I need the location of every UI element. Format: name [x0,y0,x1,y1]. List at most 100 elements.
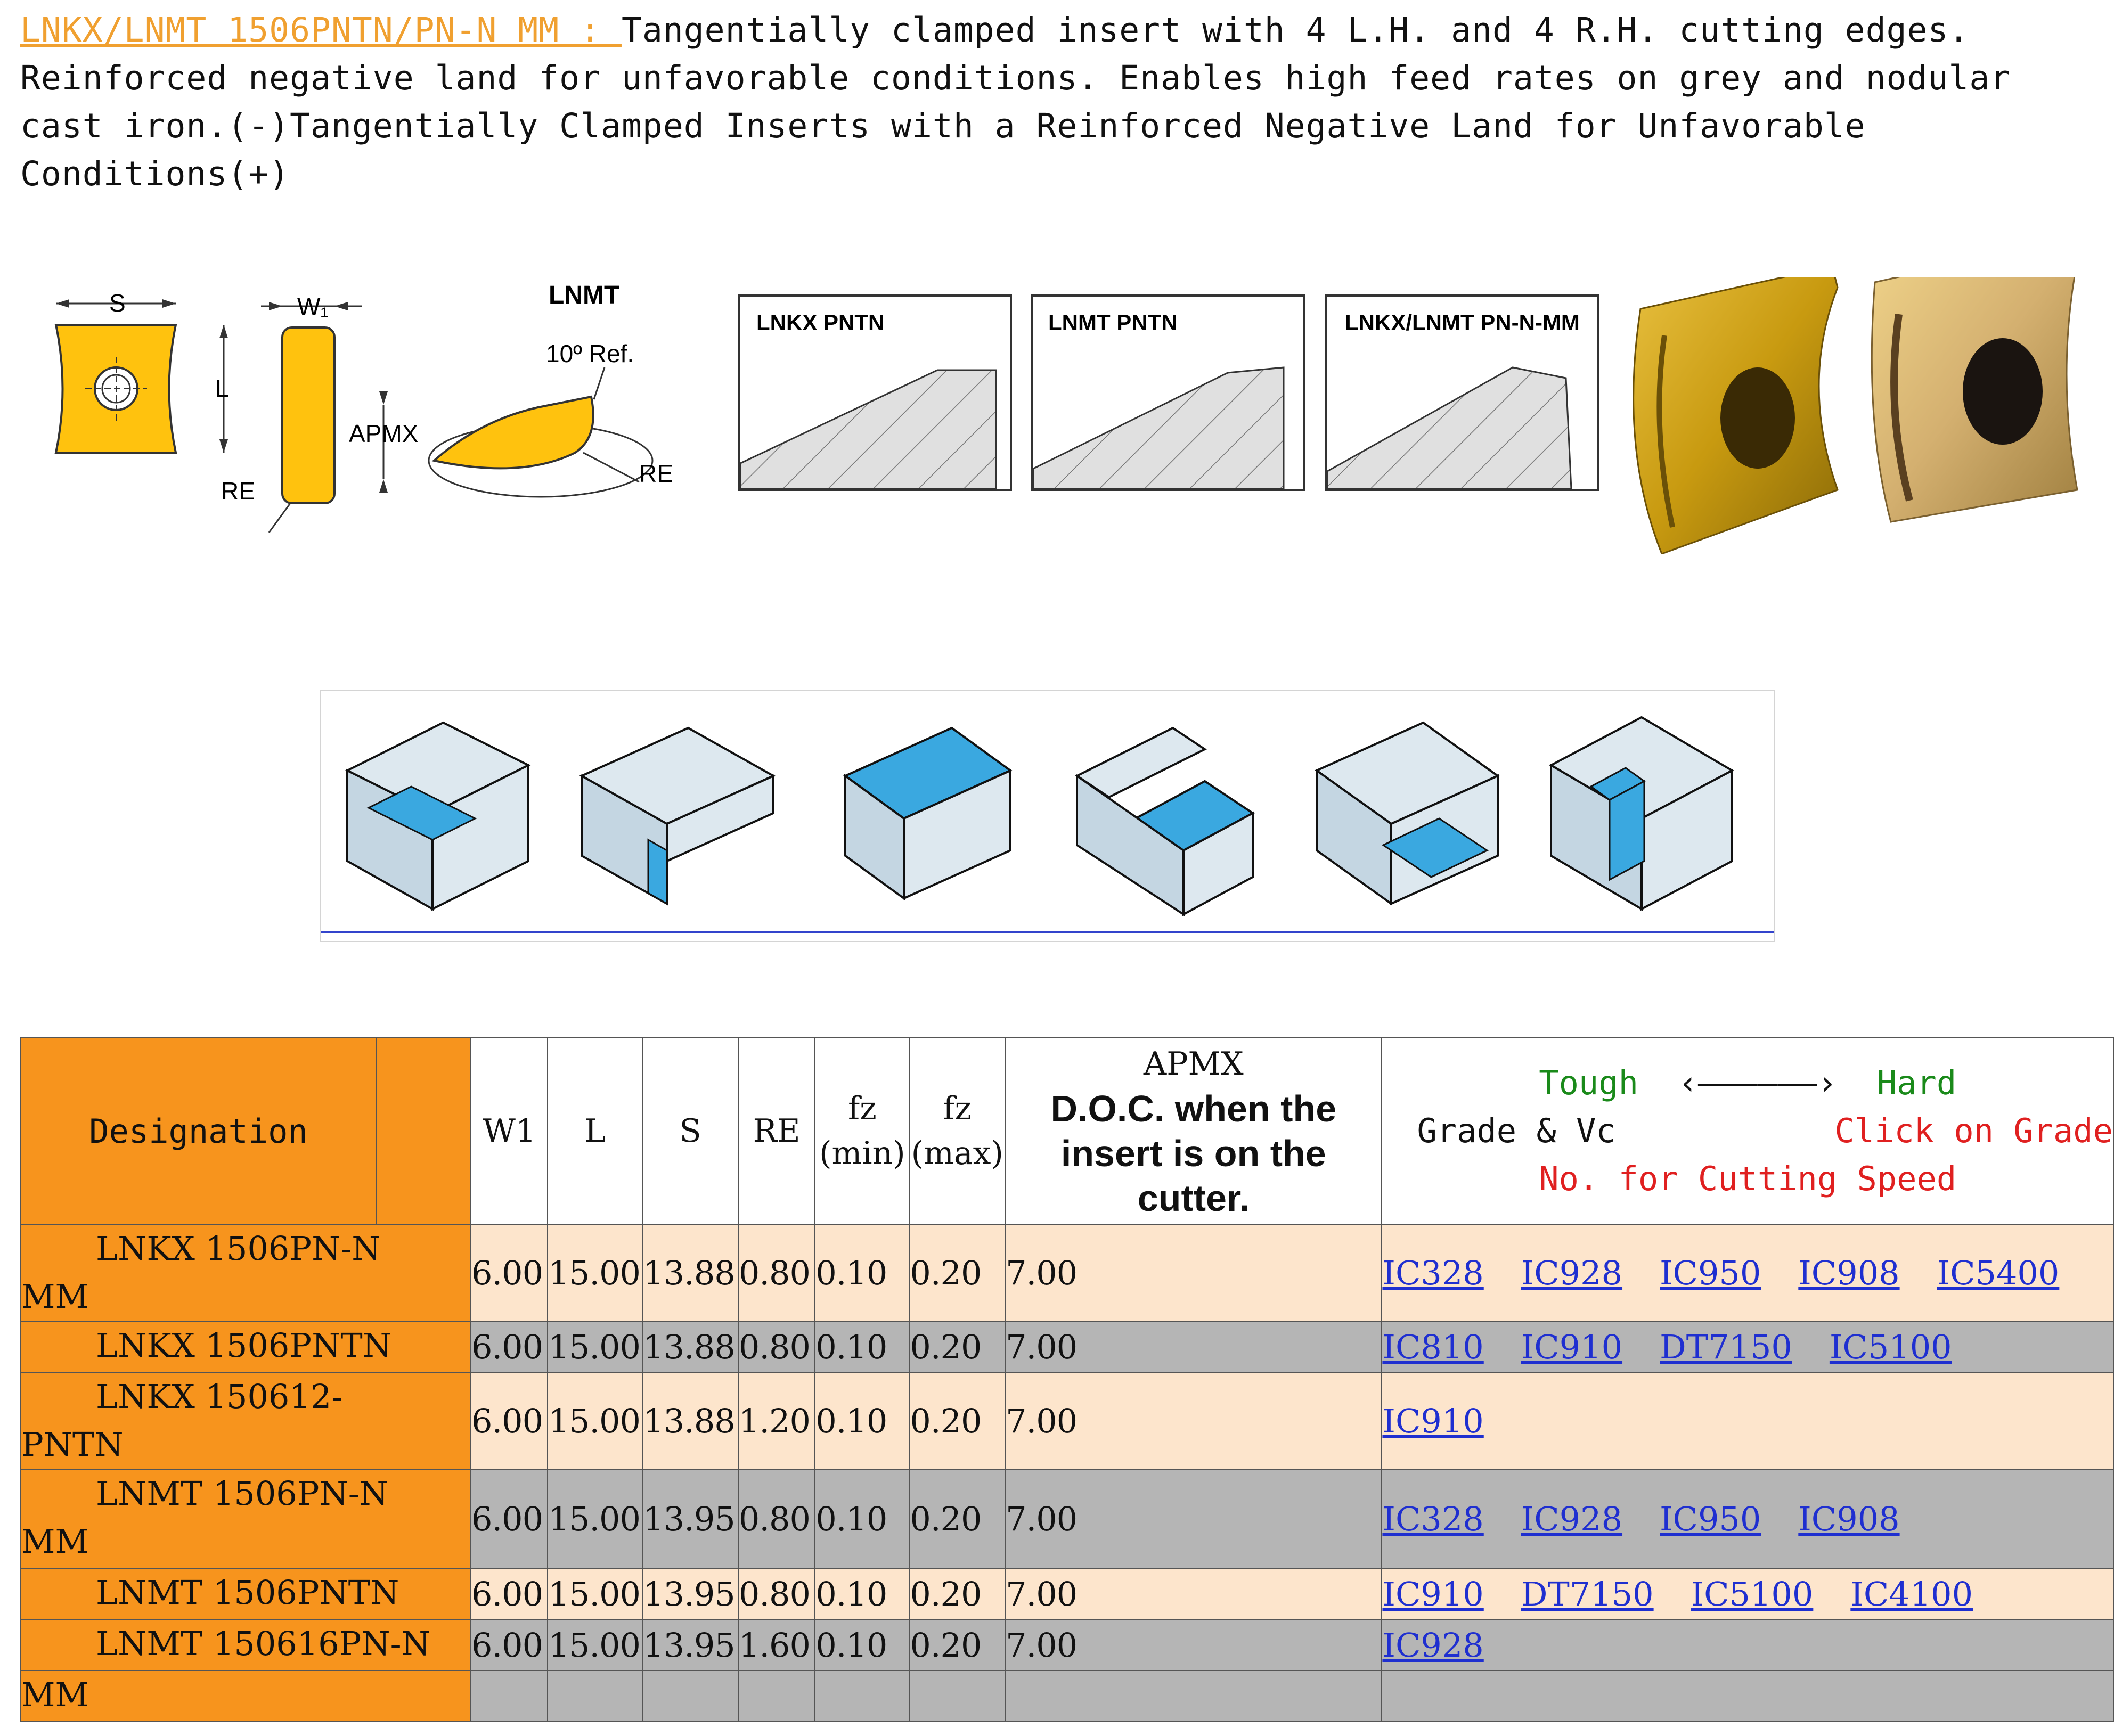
product-description: LNKX/LNMT 1506PNTN/PN-N MM : Tangentiall… [20,6,2097,198]
apmx-header-label: APMX [1143,1045,1244,1083]
designation-line-1: LNMT 1506PN-N [96,1474,388,1513]
operations-panel [320,690,1775,942]
re-label: RE [221,477,255,505]
grade-link-ic328[interactable]: IC328 [1382,1253,1484,1292]
tough-label: Tough [1539,1063,1638,1102]
grade-link-ic5100[interactable]: IC5100 [1691,1574,1814,1614]
grade-link-ic4100[interactable]: IC4100 [1850,1574,1973,1614]
s-cell: 13.88 [642,1321,739,1373]
grade-link-ic908[interactable]: IC908 [1798,1499,1900,1538]
fzmin-cell: 0.10 [814,1224,910,1322]
apmx-cell: 7.00 [1005,1321,1383,1373]
profile-1-label: LNKX PNTN [756,310,884,335]
blank-header [376,1037,471,1225]
w1-header: W1 [470,1037,549,1225]
re-label-2: RE [639,460,673,487]
collapse-toggle[interactable]: (-) [227,107,290,145]
empty-cell [909,1670,1006,1722]
channel-operation-icon[interactable] [1548,716,1735,911]
designation-line-2: MM [21,1277,89,1316]
grade-link-ic950[interactable]: IC950 [1660,1499,1761,1538]
table-row-continuation: MM [20,1670,2114,1722]
grade-link-dt7150[interactable]: DT7150 [1660,1327,1792,1366]
grade-link-ic810[interactable]: IC810 [1382,1327,1484,1366]
designation-line-1: LNKX 1506PN-N [96,1229,381,1268]
grade-link-ic5400[interactable]: IC5400 [1937,1253,2060,1292]
dimension-drawing: S L W₁ APMX RE LNMT 10º Ref. [54,277,2078,554]
slotting-operation-icon[interactable] [345,721,531,911]
grade-link-ic910[interactable]: IC910 [1382,1401,1484,1440]
apmx-header-desc: D.O.C. when the insert is on the cutter. [1050,1088,1337,1219]
grade-link-ic910[interactable]: IC910 [1521,1327,1623,1366]
expand-toggle[interactable]: (+) [227,154,290,193]
grade-header: Tough ‹——————› Hard Grade & Vc Click on … [1381,1037,2114,1225]
apmx-cell: 7.00 [1005,1568,1383,1620]
lnmt-view: LNMT 10º Ref. RE [428,281,673,498]
grade-link-ic928[interactable]: IC928 [1521,1253,1623,1292]
fzmax-cell: 0.20 [909,1619,1006,1671]
grade-links-cell: IC328 IC928 IC950 IC908 IC5400 [1381,1224,2114,1322]
w1-cell: 6.00 [470,1372,549,1470]
designation-cell: LNMT 1506PNTN [20,1568,471,1620]
designation-line-1: LNKX 150612- [96,1377,343,1416]
grade-link-ic910[interactable]: IC910 [1382,1574,1484,1614]
empty-cell [547,1670,643,1722]
w1-cell: 6.00 [470,1321,549,1373]
designation-cell: MM [20,1670,471,1722]
apmx-cell: 7.00 [1005,1224,1383,1322]
insert-side-view: W₁ APMX RE [221,293,418,533]
profile-3-label: LNKX/LNMT PN-N-MM [1345,310,1580,335]
fz-max-header: fz (max) [909,1037,1006,1225]
s-cell: 13.95 [642,1568,739,1620]
table-header-row: Designation W1 L S RE fz (min) fz (max) … [20,1037,2114,1225]
fzmin-cell: 0.10 [814,1469,910,1569]
apmx-label: APMX [349,420,418,447]
grade-link-ic5100[interactable]: IC5100 [1829,1327,1952,1366]
profile-pn-n-mm: LNKX/LNMT PN-N-MM [1325,294,1599,491]
grade-links-cell: IC328 IC928 IC950 IC908 [1381,1469,2114,1569]
fz-max-label: fz [943,1090,972,1127]
grade-link-ic950[interactable]: IC950 [1660,1253,1761,1292]
profile-lnmt-pntn: LNMT PNTN [1031,294,1305,491]
product-title-link[interactable]: LNKX/LNMT 1506PNTN/PN-N MM : [20,11,622,50]
w1-cell: 6.00 [470,1568,549,1620]
grade-link-ic908[interactable]: IC908 [1798,1253,1900,1292]
fz-max-unit: (max) [911,1135,1003,1172]
face-milling-operation-icon[interactable] [843,726,1013,900]
lnmt-label: LNMT [549,281,619,309]
description-text-2: Tangentially Clamped Inserts with a Rein… [20,107,1866,193]
shoulder-step-operation-icon[interactable] [579,726,776,906]
l-cell: 15.00 [547,1372,643,1470]
s-cell: 13.88 [642,1224,739,1322]
empty-cell [642,1670,739,1722]
apmx-cell: 7.00 [1005,1372,1383,1470]
fzmax-cell: 0.20 [909,1372,1006,1470]
grade-link-ic928[interactable]: IC928 [1521,1499,1623,1538]
grade-link-ic328[interactable]: IC328 [1382,1499,1484,1538]
grade-link-dt7150[interactable]: DT7150 [1521,1574,1654,1614]
divider-line [321,931,1774,933]
apmx-cell: 7.00 [1005,1619,1383,1671]
s-label: S [109,289,126,317]
designation-cell: LNKX 150612-PNTN [20,1372,471,1470]
insert-diagrams: S L W₁ APMX RE LNMT 10º Ref. [0,277,2114,554]
re-cell: 0.80 [737,1469,816,1569]
slot-side-operation-icon[interactable] [1315,721,1500,906]
designation-header: Designation [20,1037,377,1225]
fzmin-cell: 0.10 [814,1568,910,1620]
l-cell: 15.00 [547,1321,643,1373]
s-cell: 13.95 [642,1619,739,1671]
shoulder-milling-operation-icon[interactable] [1075,726,1255,916]
l-cell: 15.00 [547,1619,643,1671]
grade-link-ic928[interactable]: IC928 [1382,1625,1484,1665]
empty-cell [814,1670,910,1722]
designation-line-1: LNKX 1506PNTN [96,1326,391,1365]
fzmax-cell: 0.20 [909,1321,1006,1373]
re-cell: 0.80 [737,1224,816,1322]
